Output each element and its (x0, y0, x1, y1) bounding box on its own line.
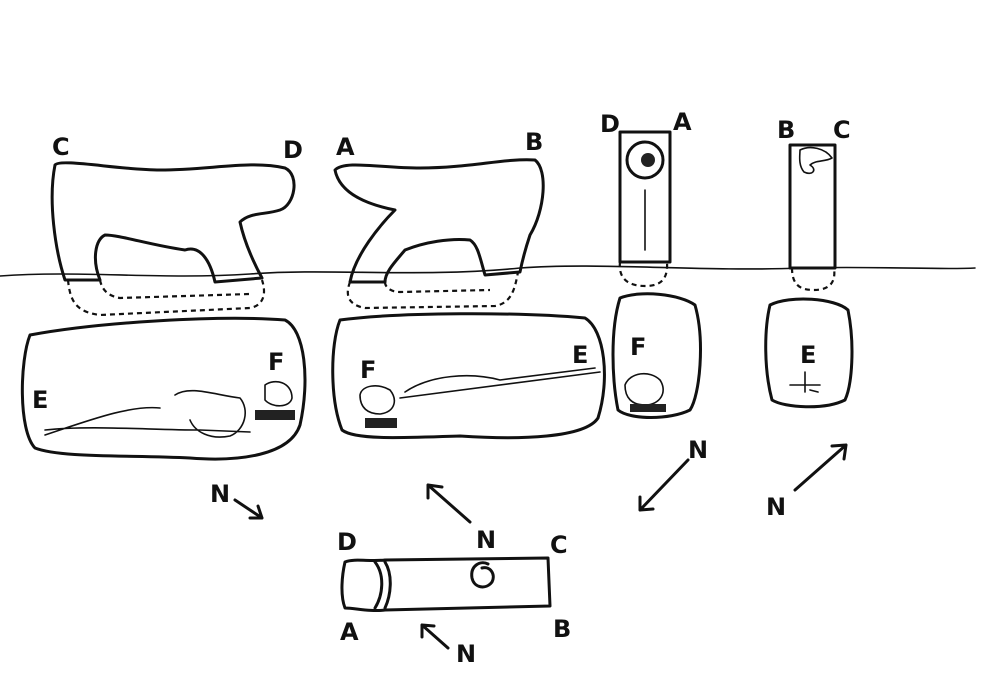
stone-2 (333, 158, 545, 310)
stone-3 (618, 130, 672, 288)
grave-4 (764, 297, 854, 409)
grave-1-label-e: E (32, 386, 48, 414)
north-label-4: N (766, 493, 786, 521)
stone-4-left-label: B (777, 116, 795, 144)
north-label-1: N (210, 480, 230, 508)
north-arrow-2 (426, 483, 472, 524)
grave-4-label-e: E (800, 341, 816, 369)
north-arrow-4 (793, 443, 848, 492)
stone-1-right-label: D (283, 136, 303, 164)
grave-1-label-f: F (268, 348, 284, 376)
north-arrow-1 (233, 498, 264, 520)
stone-2-right-label: B (525, 128, 543, 156)
stone-3-left-label: D (600, 110, 620, 138)
grave-2-label-e: E (572, 341, 588, 369)
plan-stone (340, 556, 552, 650)
north-arrow-3 (638, 458, 690, 512)
stone-3-right-label: A (673, 108, 692, 136)
grave-2 (331, 312, 606, 440)
stone-1 (50, 161, 296, 317)
stone-4 (788, 143, 837, 292)
north-label-3: N (688, 436, 708, 464)
grave-3-label-f: F (630, 333, 646, 361)
stone-4-right-label: C (833, 116, 851, 144)
stone-1-left-label: C (52, 133, 70, 161)
grave-2-label-f: F (360, 356, 376, 384)
plan-corner-top-left: D (337, 528, 357, 556)
grave-3 (611, 292, 702, 419)
plan-corner-bottom-right: B (553, 615, 571, 643)
plan-corner-bottom-left: A (340, 618, 359, 646)
plan-north-top-label: N (476, 526, 496, 554)
grave-1 (20, 316, 307, 461)
plan-north-bottom-label: N (456, 640, 476, 668)
plan-corner-top-right: C (550, 531, 568, 559)
stone-2-left-label: A (336, 133, 355, 161)
